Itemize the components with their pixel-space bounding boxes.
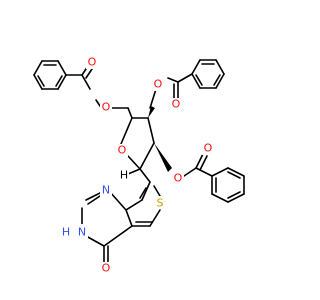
bond	[57, 60, 67, 76]
atom-label-O: O	[102, 262, 111, 275]
atom-label-O: O	[174, 172, 183, 185]
bond	[177, 73, 193, 83]
atom-label-N: N	[102, 184, 110, 197]
bond-inner	[195, 74, 203, 86]
bond-inner	[87, 195, 101, 205]
bond	[153, 185, 161, 197]
furanose-ring	[120, 106, 172, 183]
bond	[125, 209, 133, 227]
bond	[191, 59, 201, 75]
atom-label-O: O	[204, 142, 213, 155]
bond	[227, 167, 245, 177]
bond	[33, 74, 43, 90]
bond	[215, 73, 225, 89]
atom-label-N: N	[78, 226, 86, 239]
atom-label-O: O	[118, 144, 127, 157]
bond	[199, 155, 208, 171]
bond	[139, 142, 155, 170]
atom-label-O: O	[154, 78, 163, 91]
bond	[103, 225, 133, 247]
bond	[109, 191, 127, 211]
bond	[227, 193, 245, 203]
wedge-bond	[148, 106, 155, 118]
bond-inner	[37, 75, 45, 87]
bond	[81, 74, 91, 90]
bond-inner	[55, 75, 63, 87]
bond	[57, 74, 67, 90]
bond	[215, 59, 225, 75]
wedge-bond	[154, 143, 172, 172]
bond	[127, 168, 141, 175]
bond-inner	[139, 187, 147, 199]
bond	[85, 235, 105, 247]
atom-label-H: H	[120, 169, 128, 182]
bond	[141, 181, 151, 201]
bond-inner	[227, 171, 241, 179]
atom-label-O: O	[88, 56, 97, 69]
bond	[149, 209, 161, 227]
atom-label-H: H	[62, 226, 70, 239]
bond	[147, 117, 155, 144]
benzoyl-group-3	[180, 153, 245, 203]
bond	[139, 168, 151, 183]
molecule-drawing: O O O O O H O O N S H N O	[33, 56, 245, 275]
bond	[191, 73, 201, 89]
atom-label-S: S	[157, 197, 164, 210]
thienopyrimidinone-ring	[81, 181, 161, 263]
bond	[195, 153, 204, 169]
atom-label-O: O	[102, 101, 111, 114]
bond	[85, 191, 103, 201]
bond	[195, 167, 213, 177]
bond	[211, 193, 229, 203]
bond	[211, 167, 229, 177]
bond-inner	[227, 191, 241, 199]
bond-inner	[213, 74, 221, 86]
bond	[127, 155, 141, 170]
bond	[167, 77, 179, 83]
bond	[127, 107, 133, 119]
benzoyl-group-1	[33, 60, 129, 113]
bond	[125, 199, 143, 211]
atom-label-O: O	[172, 98, 181, 111]
atom-labels: O O O O O H O O N S H N O	[60, 56, 214, 275]
bond	[120, 117, 133, 145]
bond	[33, 60, 43, 76]
molecule-structure-canvas: O O O O O H O O N S H N O	[33, 55, 245, 275]
